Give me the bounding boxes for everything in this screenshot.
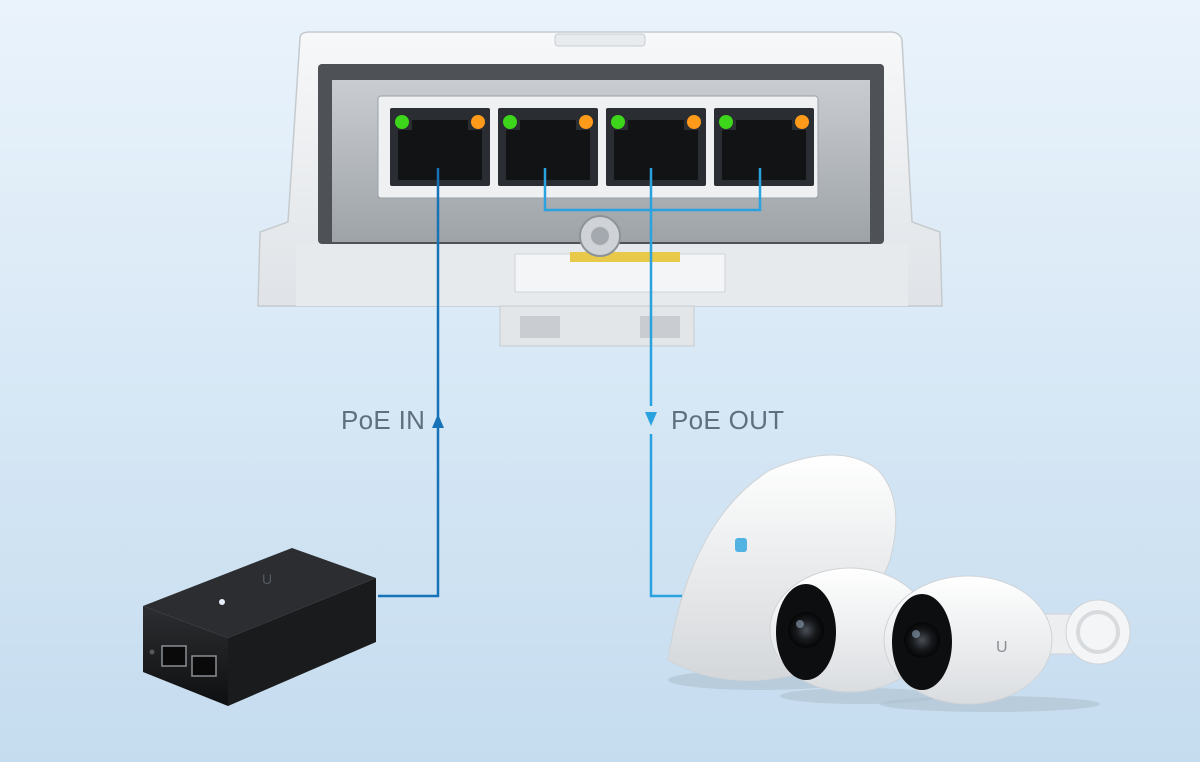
adapter-reset-hole	[149, 649, 155, 655]
activity-led-icon	[795, 115, 809, 129]
link-led-icon	[395, 115, 409, 129]
switch-serial-stripe	[570, 252, 680, 262]
switch-ground-screw-center	[591, 227, 609, 245]
adapter-top	[143, 548, 376, 638]
poe-out-line	[649, 168, 690, 598]
camera-2-mount-ring	[1076, 610, 1120, 654]
link-led-icon	[719, 115, 733, 129]
arrow-up-icon	[432, 414, 444, 428]
adapter-port-lan	[191, 655, 217, 677]
switch-port-4	[714, 108, 814, 186]
arrow-down-icon	[645, 412, 657, 426]
camera-2-lens-glint	[912, 630, 920, 638]
poe-adapter: U	[143, 548, 376, 706]
activity-led-icon	[579, 115, 593, 129]
camera-2-shadow	[880, 696, 1100, 712]
switch-port-3	[606, 108, 706, 186]
switch-hinge-top	[554, 33, 646, 47]
switch-port-2	[498, 108, 598, 186]
poe-out-connection	[543, 168, 762, 598]
camera-2-lens	[904, 622, 940, 658]
activity-led-icon	[471, 115, 485, 129]
adapter-power-led-icon	[219, 599, 225, 605]
poe-in-connection	[378, 168, 444, 598]
switch-port-1	[390, 108, 490, 186]
activity-led-icon	[687, 115, 701, 129]
adapter-port-poe	[161, 645, 187, 667]
camera-1-lens-glint	[796, 620, 804, 628]
poe-out-bus	[543, 168, 762, 212]
u-logo-icon	[735, 538, 747, 552]
switch-mount-slot-1	[520, 316, 560, 338]
poe-in-label: PoE IN	[341, 405, 426, 435]
camera-2-mount	[1065, 599, 1131, 665]
u-logo-icon: U	[262, 571, 272, 587]
camera-1-lens	[788, 612, 824, 648]
bullet-camera-2: U	[880, 575, 1131, 712]
poe-in-line	[378, 168, 440, 598]
link-led-icon	[611, 115, 625, 129]
outdoor-switch	[257, 31, 943, 347]
link-led-icon	[503, 115, 517, 129]
u-logo-icon: U	[996, 639, 1008, 656]
switch-mount-slot-2	[640, 316, 680, 338]
adapter-side	[228, 578, 376, 706]
poe-out-label: PoE OUT	[671, 405, 785, 435]
